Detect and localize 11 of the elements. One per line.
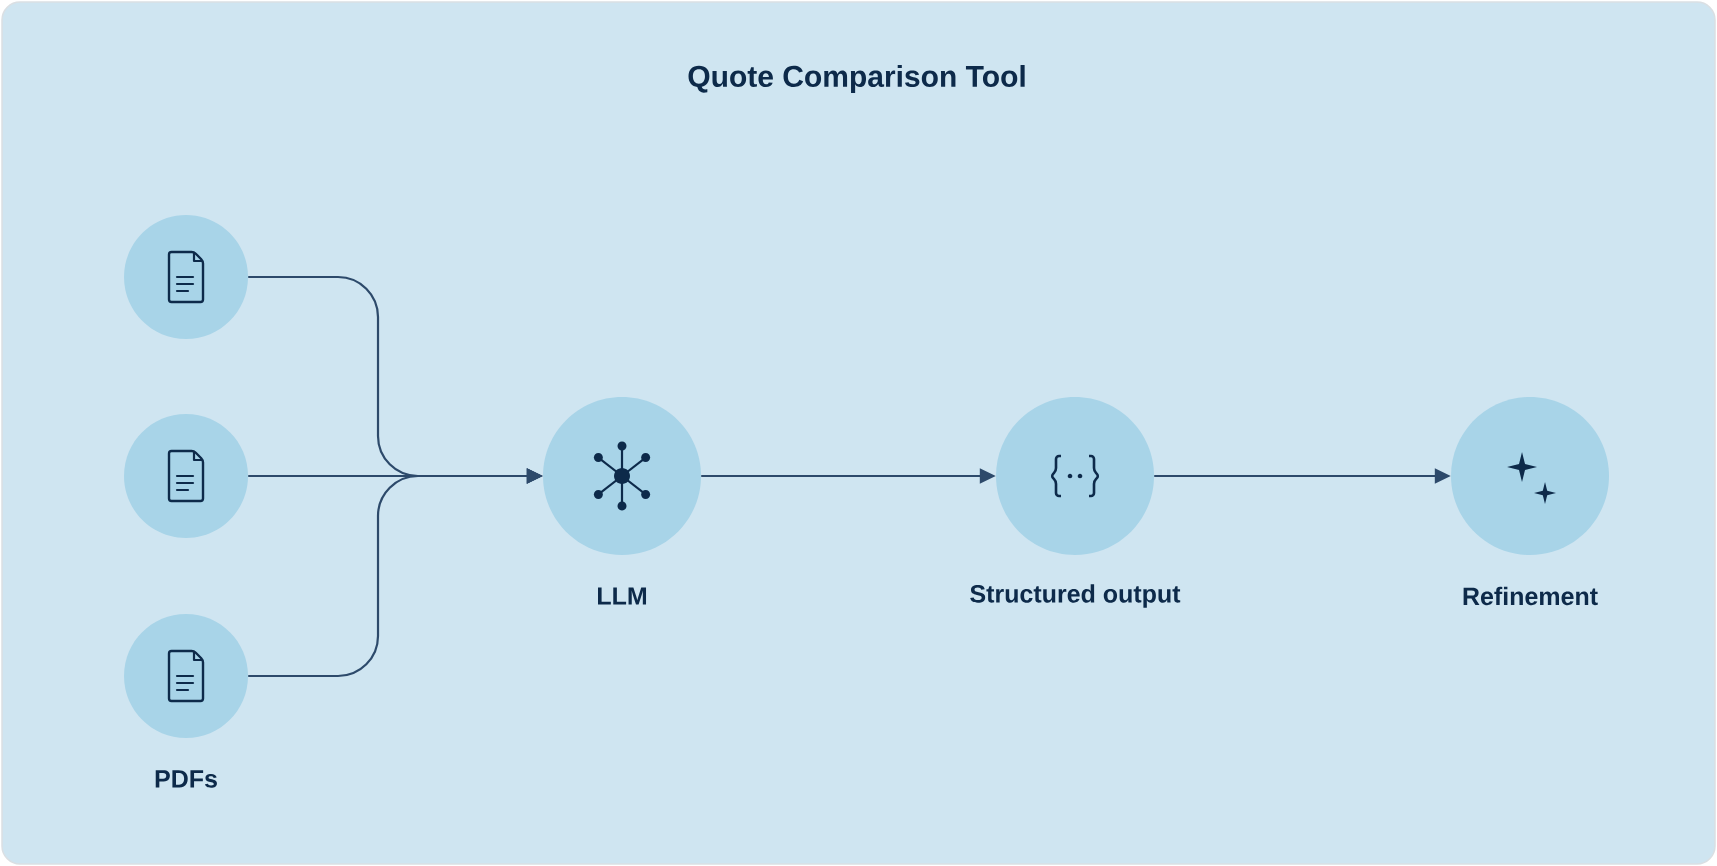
circle-node: [124, 215, 248, 339]
circle-node: [543, 397, 701, 555]
node-caption: PDFs: [155, 770, 217, 788]
node-caption: Structured output: [970, 584, 1181, 608]
circle-node: [1451, 397, 1609, 555]
node-caption: Refinement: [1463, 586, 1598, 606]
node-caption: LLM: [598, 587, 646, 605]
circle-node: [124, 614, 248, 738]
circle-node: [124, 414, 248, 538]
title: Quote Comparison Tool: [688, 65, 1025, 93]
circle-node: [996, 397, 1154, 555]
